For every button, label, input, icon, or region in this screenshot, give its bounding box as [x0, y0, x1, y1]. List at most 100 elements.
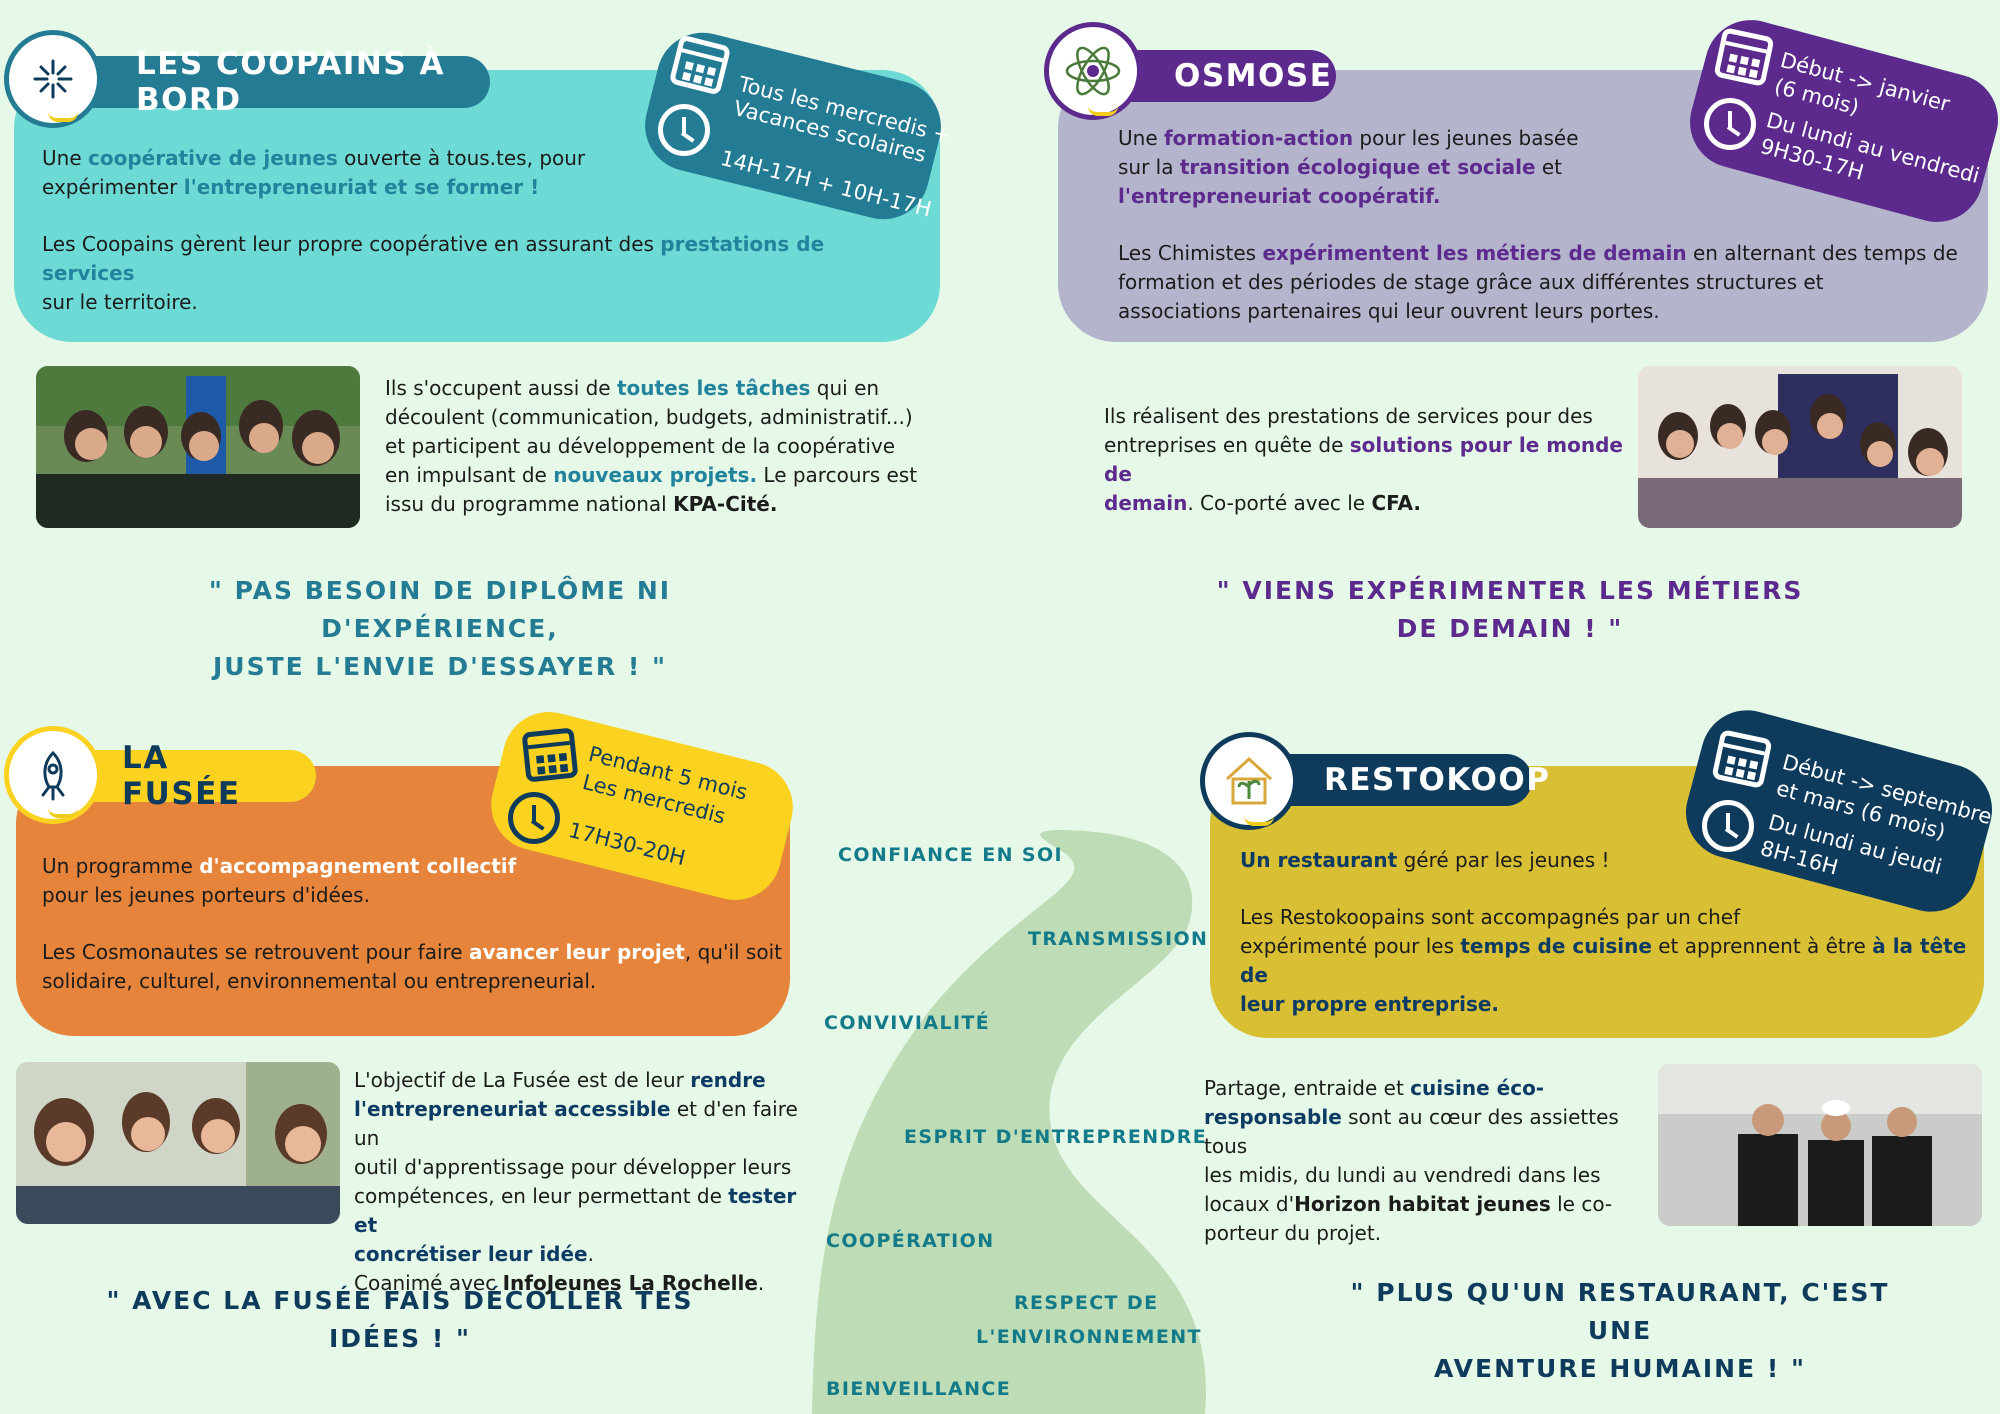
coopains-para-1: Les Coopains gèrent leur propre coopérat…	[42, 232, 661, 256]
coopains-side-8: Le parcours est	[757, 463, 918, 487]
restokoop-para-3: temps de cuisine	[1460, 934, 1652, 958]
value-respect-1: RESPECT DE	[1014, 1292, 1159, 1314]
restokoop-side-2: cuisine éco-	[1410, 1076, 1545, 1100]
fusee-side-4: et d'en faire un	[354, 1097, 798, 1150]
atom-icon	[1065, 46, 1121, 96]
fusee-title-pill: LA FUSÉE	[62, 740, 316, 812]
osmose-intro-2: formation-action	[1163, 126, 1354, 150]
osmose-intro-6: et	[1535, 155, 1563, 179]
house-plant-icon	[1225, 756, 1273, 805]
restokoop-side-9: porteur du projet.	[1204, 1221, 1382, 1245]
osmose-intro-7: l'entrepreneuriat coopératif.	[1118, 184, 1441, 208]
osmose-swoosh	[1088, 106, 1118, 116]
fusee-side-1: L'objectif de La Fusée est de leur	[354, 1068, 691, 1092]
restokoop-intro-1: Un restaurant	[1240, 848, 1398, 872]
restokoop-side-4: sont au cœur des assiettes tous	[1204, 1105, 1619, 1158]
fusee-side-5: outil d'apprentissage pour développer le…	[354, 1155, 792, 1179]
coopains-para-2: prestations de services	[42, 232, 825, 285]
osmose-para-5: associations partenaires qui leur ouvren…	[1118, 299, 1660, 323]
coopains-side-1: Ils s'occupent aussi de	[385, 376, 617, 400]
osmose-para-4: formation et des périodes de stage grâce…	[1118, 270, 1824, 294]
restokoop-side-6: locaux d'	[1204, 1192, 1295, 1216]
restokoop-side-3: responsable	[1204, 1105, 1342, 1129]
osmose-quote: " VIENS EXPÉRIMENTER LES MÉTIERS DE DEMA…	[1200, 572, 1820, 648]
coopains-side-9: issu du programme national	[385, 492, 674, 516]
restokoop-para-5: à la tête de	[1240, 934, 1967, 987]
coopains-intro-4: expérimenter	[42, 175, 184, 199]
rocket-icon	[41, 750, 65, 801]
restokoop-side-8: le co-	[1550, 1192, 1613, 1216]
restokoop-para-6: leur propre entreprise.	[1240, 992, 1500, 1016]
fusee-intro: Un programme d'accompagnement collectif …	[42, 852, 782, 996]
calendar-icon: ■■■■■■	[521, 727, 579, 783]
osmose-intro-4: sur la	[1118, 155, 1180, 179]
restokoop-side-text: Partage, entraide et cuisine éco- respon…	[1204, 1074, 1654, 1248]
fusee-side-9: .	[587, 1242, 594, 1266]
value-esprit: ESPRIT D'ENTREPRENDRE	[904, 1126, 1208, 1148]
osmose-side-text: Ils réalisent des prestations de service…	[1104, 402, 1624, 518]
osmose-title-pill: OSMOSE	[1106, 50, 1336, 102]
value-bienveillance: BIENVEILLANCE	[826, 1378, 1012, 1400]
coopains-title-pill: LES COOPAINS À BORD	[60, 46, 490, 118]
fusee-para-3: , qu'il soit	[684, 940, 782, 964]
restokoop-intro: Un restaurant géré par les jeunes ! Les …	[1240, 846, 1980, 1019]
osmose-logo	[1044, 22, 1142, 120]
restokoop-side-1: Partage, entraide et	[1204, 1076, 1411, 1100]
restokoop-quote-2: AVENTURE HUMAINE ! "	[1434, 1354, 1806, 1383]
fusee-photo	[16, 1062, 340, 1224]
osmose-para-3: en alternant des temps de	[1686, 241, 1958, 265]
coopains-para-3: sur le territoire.	[42, 290, 198, 314]
osmose-title: OSMOSE	[1174, 58, 1333, 94]
fusee-para-1: Les Cosmonautes se retrouvent pour faire	[42, 940, 469, 964]
coopains-quote: " PAS BESOIN DE DIPLÔME NI D'EXPÉRIENCE,…	[130, 572, 750, 686]
calendar-icon: ■■■■■■	[1713, 27, 1775, 87]
fusee-quote-2: IDÉES ! "	[328, 1324, 472, 1353]
coopains-side-7: nouveaux projets.	[553, 463, 758, 487]
restokoop-swoosh	[1244, 816, 1274, 826]
osmose-intro-5: transition écologique et sociale	[1179, 155, 1536, 179]
osmose-side-1: Ils réalisent des prestations de service…	[1104, 404, 1593, 428]
value-convivialite: CONVIVIALITÉ	[824, 1012, 991, 1034]
osmose-side-5: . Co-porté avec le	[1187, 491, 1372, 515]
coopains-swoosh	[48, 112, 78, 122]
fusee-intro-2: d'accompagnement collectif	[199, 854, 517, 878]
value-cooperation: COOPÉRATION	[826, 1230, 995, 1252]
coopains-intro-5: l'entrepreneuriat et se former !	[183, 175, 540, 199]
fusee-intro-1: Un programme	[42, 854, 200, 878]
fusee-quote-1: " AVEC LA FUSÉE FAIS DÉCOLLER TES	[106, 1286, 694, 1315]
fusee-side-6: compétences, en leur permettant de	[354, 1184, 729, 1208]
osmose-side-2: entreprises en quête de	[1104, 433, 1350, 457]
coopains-side-3: qui en	[810, 376, 880, 400]
restokoop-intro-2: géré par les jeunes !	[1397, 848, 1610, 872]
restokoop-quote: " PLUS QU'UN RESTAURANT, C'EST UNE AVENT…	[1320, 1274, 1920, 1388]
coopains-side-text: Ils s'occupent aussi de toutes les tâche…	[385, 374, 925, 519]
fusee-quote: " AVEC LA FUSÉE FAIS DÉCOLLER TES IDÉES …	[100, 1282, 700, 1358]
coopains-intro-1: Une	[42, 146, 88, 170]
restokoop-side-7: Horizon habitat jeunes	[1294, 1192, 1551, 1216]
restokoop-photo	[1658, 1064, 1982, 1226]
fusee-title: LA FUSÉE	[122, 740, 241, 812]
coopains-quote-2: JUSTE L'ENVIE D'ESSAYER ! "	[212, 652, 668, 681]
coopains-photo	[36, 366, 360, 528]
coopains-side-2: toutes les tâches	[616, 376, 811, 400]
restokoop-title: RESTOKOOP	[1324, 762, 1551, 798]
clock-icon	[1704, 98, 1756, 150]
fusee-para-4: solidaire, culturel, environnemental ou …	[42, 969, 597, 993]
fusee-para-2: avancer leur projet	[468, 940, 685, 964]
fusee-side-7: tester et	[354, 1184, 797, 1237]
osmose-photo	[1638, 366, 1962, 528]
osmose-side-4: demain	[1104, 491, 1188, 515]
coopains-side-4: découlent (communication, budgets, admin…	[385, 405, 913, 429]
value-confiance: CONFIANCE EN SOI	[838, 844, 1063, 866]
coopains-title: LES COOPAINS À BORD	[136, 46, 445, 118]
fusee-intro-3: pour les jeunes porteurs d'idées.	[42, 883, 370, 907]
osmose-intro-1: Une	[1118, 126, 1164, 150]
restokoop-side-5: les midis, du lundi au vendredi dans les	[1204, 1163, 1601, 1187]
coopains-intro-2: coopérative de jeunes	[87, 146, 338, 170]
coopains-quote-1: " PAS BESOIN DE DIPLÔME NI D'EXPÉRIENCE,	[208, 576, 672, 643]
coopains-intro: Une coopérative de jeunes ouverte à tous…	[42, 144, 892, 317]
osmose-side-3: solutions pour le monde de	[1104, 433, 1623, 486]
osmose-quote-1: " VIENS EXPÉRIMENTER LES MÉTIERS	[1216, 576, 1804, 605]
restokoop-para-4: et apprennent à être	[1651, 934, 1873, 958]
calendar-icon: ■■■■■■	[1711, 729, 1773, 789]
